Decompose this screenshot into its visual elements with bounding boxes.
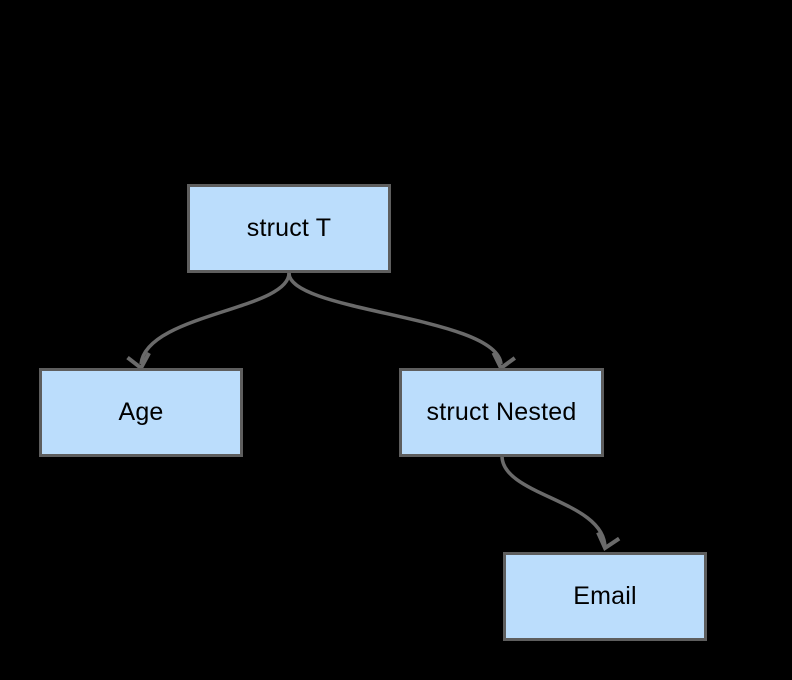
- node-struct-nested: struct Nested: [399, 368, 604, 457]
- node-email: Email: [503, 552, 707, 641]
- node-age-label: Age: [118, 398, 164, 426]
- edge-struct-nested-to-email: [500, 455, 607, 549]
- node-struct-t: struct T: [187, 184, 391, 273]
- node-age: Age: [39, 368, 243, 457]
- edge-struct-t-to-struct-nested: [287, 272, 503, 365]
- node-email-label: Email: [573, 582, 637, 610]
- node-struct-t-label: struct T: [246, 214, 332, 242]
- node-struct-nested-label: struct Nested: [426, 398, 577, 426]
- arrowhead-email-icon: [596, 531, 621, 551]
- edge-struct-t-to-age: [139, 272, 291, 365]
